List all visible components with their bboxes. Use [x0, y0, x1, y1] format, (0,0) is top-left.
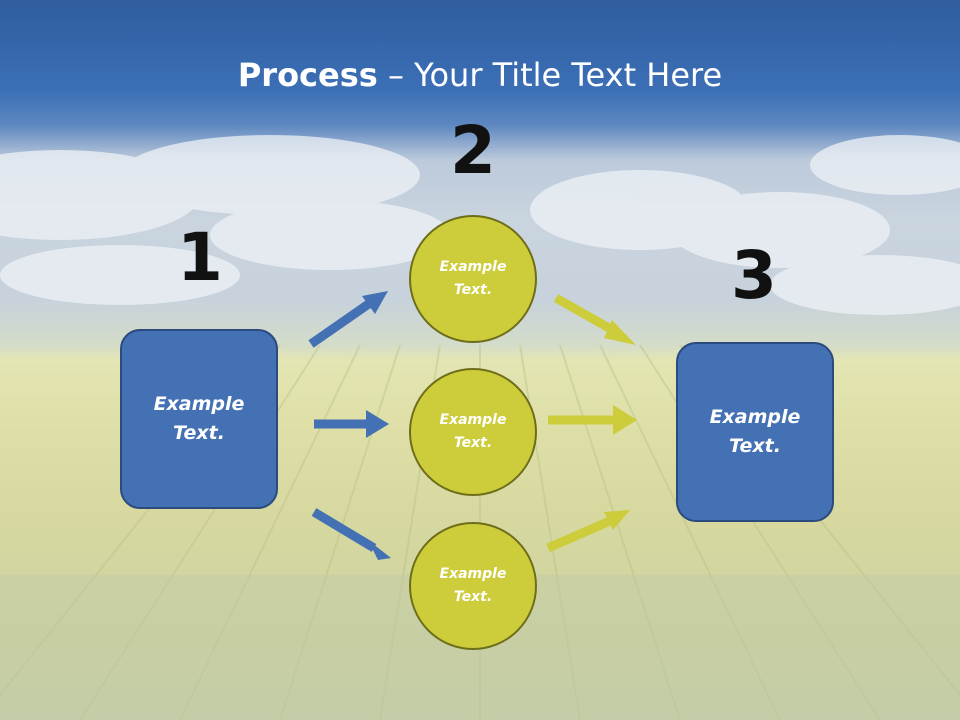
- circle-middle-text: Example Text.: [439, 412, 507, 451]
- circle-top-text: Example Text.: [439, 259, 507, 298]
- step-number-1: 1: [177, 219, 223, 296]
- arrow-right-icon: [548, 405, 637, 435]
- step-number-3: 3: [731, 237, 777, 314]
- circle-bottom: Example Text.: [409, 522, 537, 650]
- sky-clouds-background: [0, 135, 960, 315]
- circle-bottom-text: Example Text.: [439, 566, 507, 605]
- arrow-right-icon: [314, 410, 389, 438]
- right-box-text: Example Text.: [709, 406, 801, 457]
- left-box: Example Text.: [120, 329, 278, 509]
- title-rest: – Your Title Text Here: [377, 56, 723, 94]
- arrow-right-icon: [311, 508, 391, 560]
- step-number-2: 2: [450, 112, 496, 189]
- circle-top: Example Text.: [409, 215, 537, 343]
- left-box-text: Example Text.: [153, 393, 245, 444]
- arrow-right-icon: [308, 291, 388, 348]
- title-bold: Process: [237, 56, 378, 94]
- slide-title: Process – Your Title Text Here: [0, 53, 960, 97]
- arrow-right-icon: [553, 294, 636, 345]
- right-box: Example Text.: [676, 342, 834, 522]
- circle-middle: Example Text.: [409, 368, 537, 496]
- arrow-right-icon: [546, 510, 630, 553]
